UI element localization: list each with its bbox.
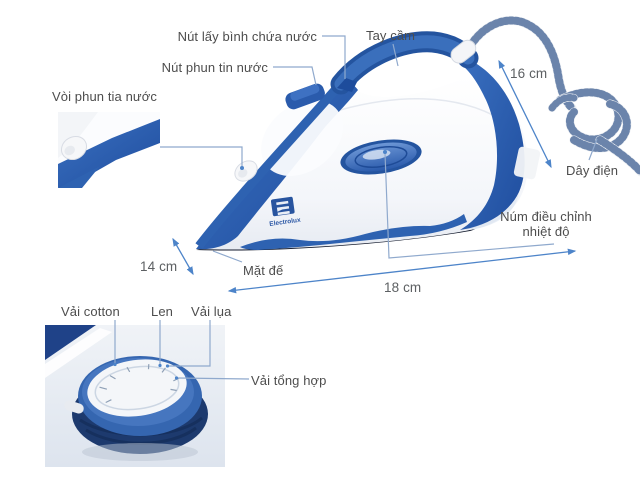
brand-logo: Electrolux [269, 196, 301, 228]
label-soleplate: Mặt đế [243, 263, 284, 278]
dot-nozzle [240, 166, 244, 170]
leader-cord [588, 138, 598, 161]
dot-cotton [113, 362, 117, 367]
leader-water-tank-release [322, 35, 346, 79]
tank-release-button-shape [337, 78, 357, 92]
label-dimension-height: 16 cm [510, 66, 548, 81]
label-dimension-length: 18 cm [384, 280, 422, 295]
dimension-arrow-18cm [227, 248, 577, 294]
label-cord: Dây điện [566, 163, 619, 178]
label-temp-dial: Núm điều chỉnh nhiệt độ [486, 209, 606, 239]
label-fabric-wool: Len [151, 304, 173, 319]
handle-shape [330, 31, 479, 95]
strain-relief [450, 39, 477, 64]
label-temp-dial-line2: nhiệt độ [522, 224, 570, 239]
temp-dial-shape [340, 139, 422, 175]
dimension-arrow-16cm [498, 59, 552, 169]
leader-spray-button [273, 66, 317, 86]
label-handle: Tay cầm [366, 28, 416, 43]
brand-text: Electrolux [269, 217, 301, 228]
label-water-tank-release: Nút lấy bình chứa nước [177, 29, 317, 44]
label-spray-button: Nút phun tin nước [161, 60, 268, 75]
dot-silk [165, 364, 170, 368]
label-spray-nozzle: Vòi phun tia nước [52, 89, 157, 104]
leader-synthetic [177, 377, 250, 380]
label-fabric-cotton: Vải cotton [61, 304, 120, 319]
label-dimension-width: 14 cm [140, 259, 178, 274]
label-fabric-silk: Vải lụa [191, 304, 232, 319]
nozzle-inset [58, 112, 160, 188]
spray-nozzle-shape [234, 160, 258, 182]
dial-closeup [45, 325, 225, 467]
dot-synthetic [174, 376, 179, 380]
label-temp-dial-line1: Núm điều chỉnh [500, 209, 592, 224]
leader-handle [392, 43, 399, 67]
dimension-arrow-14cm [172, 237, 194, 276]
leader-nozzle-inset [160, 146, 243, 166]
dot-wool [158, 363, 162, 368]
label-fabric-synthetic: Vải tổng hợp [251, 373, 327, 388]
leader-silk [169, 320, 211, 367]
lower-trim [240, 214, 467, 250]
spray-button-shape [285, 83, 325, 110]
dot-temp-dial [383, 150, 387, 154]
power-cord [461, 16, 640, 177]
leader-soleplate [212, 250, 243, 263]
